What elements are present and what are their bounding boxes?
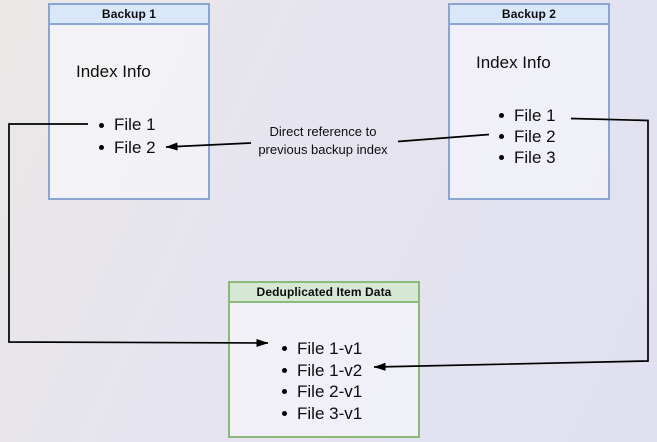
backup1-node: Backup 1 Index Info File 1 File 2 [48,3,210,200]
backup2-index-info-label: Index Info [476,53,551,72]
annotation-line1: Direct reference to [269,124,377,139]
dedup-title: Deduplicated Item Data [230,283,418,303]
backup2-file-list: File 1 File 2 File 3 [499,105,556,168]
list-item: File 2 [499,126,556,147]
list-item: File 3-v1 [282,403,362,425]
list-item: File 3 [499,147,556,168]
backup2-node: Backup 2 Index Info File 1 File 2 File 3 [448,3,610,200]
dedup-file-list: File 1-v1 File 1-v2 File 2-v1 File 3-v1 [282,338,362,424]
list-item: File 2-v1 [282,381,362,403]
list-item: File 1-v1 [282,338,362,360]
annotation-line2: previous backup index [258,142,388,157]
backup1-index-info-label: Index Info [76,62,151,81]
direct-reference-annotation: Direct reference to previous backup inde… [243,123,403,159]
backup1-title: Backup 1 [50,5,208,25]
list-item: File 1-v2 [282,360,362,382]
backup1-file-list: File 1 File 2 [99,114,156,159]
list-item: File 2 [99,137,156,160]
list-item: File 1 [99,114,156,137]
list-item: File 1 [499,105,556,126]
backup2-title: Backup 2 [450,5,608,25]
dedup-node: Deduplicated Item Data File 1-v1 File 1-… [228,281,420,438]
